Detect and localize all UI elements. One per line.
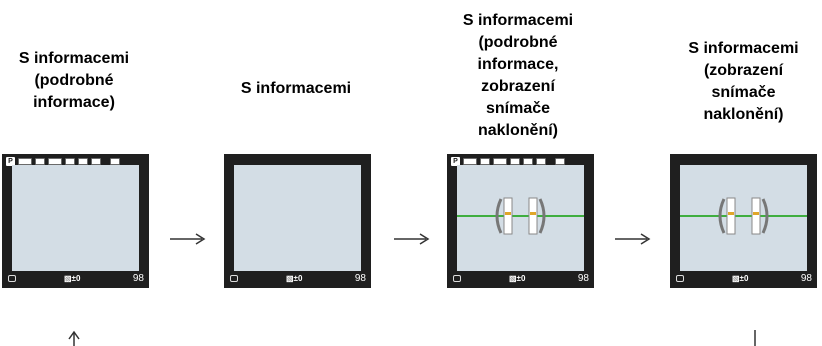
mode-icon: P [6,157,15,166]
horizon-line [457,215,584,217]
size-icon [493,158,507,165]
metering-icon [230,275,238,282]
quality-icon [463,158,477,165]
metering-icon [676,275,684,282]
lcd-area [457,165,584,271]
tilt-gauge-icon [718,197,769,235]
return-line [754,330,756,346]
info-icons-bar: P [451,156,565,167]
tilt-gauge-icon [495,197,546,235]
exposure-value: ▧±0 [509,274,526,283]
mode-icon: P [451,157,460,166]
focus-icon [78,158,88,165]
drive-icon [91,158,101,165]
stabilizer-icon [35,158,45,165]
lcd-area [680,165,807,271]
exposure-value: ▧±0 [732,274,749,283]
panel-4-caption: S informacemi (zobrazení snímače nakloně… [688,40,799,123]
shot-count: 98 [132,273,144,284]
stabilizer-icon [480,158,490,165]
battery-icon [555,158,565,165]
status-bar: ▧±0 98 [224,271,371,288]
status-bar: ▧±0 98 [447,271,594,288]
screen-3: P ▧±0 98 [447,154,594,288]
screen-1: P ▧±0 98 [2,154,149,288]
right-arrow-icon [394,233,430,245]
lcd-area [234,165,361,271]
shot-count: 98 [577,273,589,284]
size-icon [48,158,62,165]
info-icons-bar: P [6,156,120,167]
right-arrow-icon [615,233,651,245]
lcd-area [12,165,139,271]
focus-icon [523,158,533,165]
metering-icon [453,275,461,282]
shot-count: 98 [800,273,812,284]
panel-1-caption: S informacemi (podrobné informace) [18,50,130,111]
quality-icon [18,158,32,165]
up-arrow-icon [68,330,80,346]
format-icon [65,158,75,165]
battery-icon [110,158,120,165]
screen-2: ▧±0 98 [224,154,371,288]
status-bar: ▧±0 98 [670,271,817,288]
horizon-line [680,215,807,217]
right-arrow-icon [170,233,206,245]
exposure-value: ▧±0 [286,274,303,283]
screen-4: ▧±0 98 [670,154,817,288]
metering-icon [8,275,16,282]
panel-3-caption: S informacemi (podrobné informace, zobra… [462,12,574,139]
panel-2-caption: S informacemi [240,80,352,97]
exposure-value: ▧±0 [64,274,81,283]
drive-icon [536,158,546,165]
format-icon [510,158,520,165]
status-bar: ▧±0 98 [2,271,149,288]
shot-count: 98 [354,273,366,284]
